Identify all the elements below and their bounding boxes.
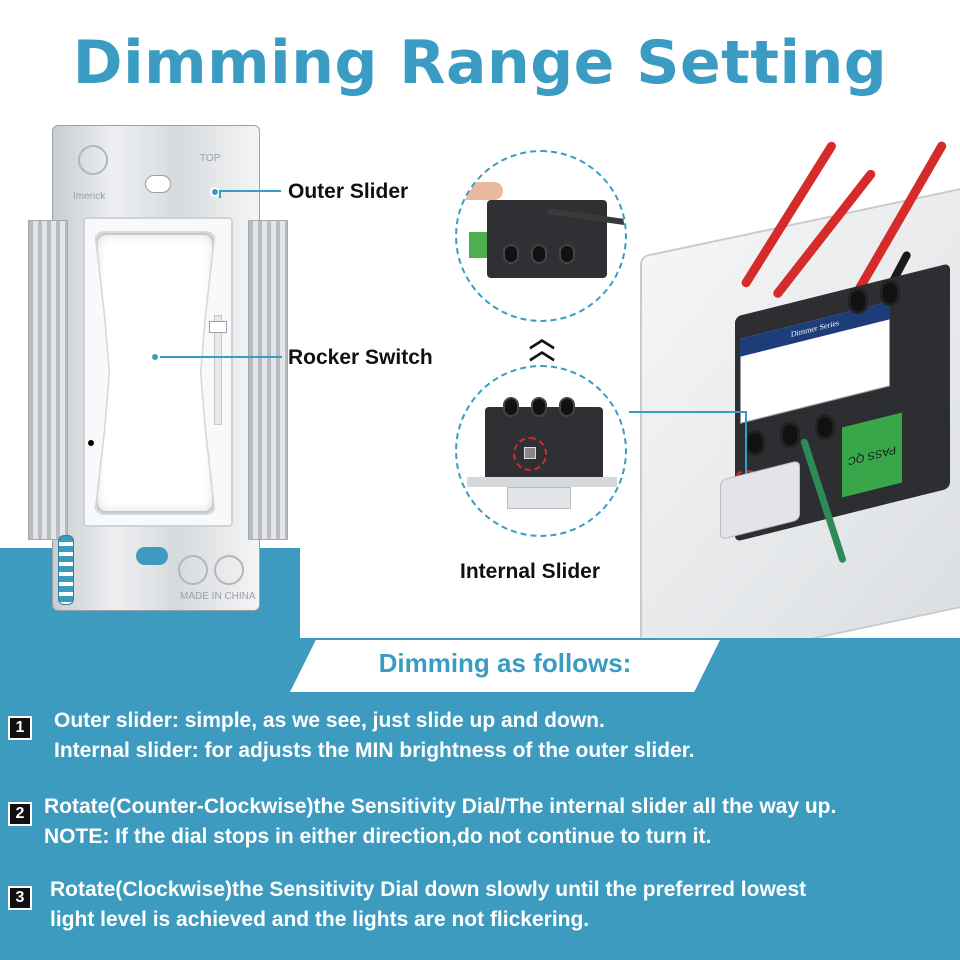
brand-marking: Imerick (73, 191, 106, 202)
finger (457, 182, 503, 200)
outer-slider-leader-h (219, 190, 281, 192)
outer-slider-label: Outer Slider (288, 180, 409, 203)
up-chevron-icon: ︿︿ (529, 323, 556, 365)
internal-slider-knob[interactable] (524, 447, 536, 459)
ground-terminal (469, 232, 487, 258)
qc-pass-text: PASS QC (847, 443, 897, 467)
step-text: light level is achieved and the lights a… (50, 908, 590, 931)
indicator-light (88, 440, 94, 446)
csa-certification-icon (178, 555, 208, 585)
ground-wire (58, 535, 74, 605)
dimmer-switch-illustration: TOP Imerick MADE IN CHINA (28, 125, 288, 615)
outer-slider-track (214, 315, 222, 425)
ul-certification-icon (78, 145, 108, 175)
rocker-switch-marker (150, 352, 160, 362)
step-text: Outer slider: simple, as we see, just sl… (54, 709, 605, 732)
step-number: 1 (8, 716, 32, 740)
terminal-hole (503, 397, 519, 417)
mounting-hole-bottom (136, 547, 168, 565)
outer-slider-knob[interactable] (209, 321, 227, 333)
rocker-switch[interactable] (96, 233, 214, 513)
terminal-hole (780, 422, 800, 448)
terminal-hole (531, 244, 547, 264)
internal-slider-highlight (513, 437, 547, 471)
instruction-banner (290, 640, 720, 692)
mounting-hole-top (145, 175, 171, 193)
terminal-hole (745, 430, 765, 456)
rocker-switch-leader (160, 356, 282, 358)
internal-slider-leader-h (629, 411, 745, 413)
internal-slider-detail (455, 365, 627, 537)
qc-pass-tag: PASS QC (842, 412, 902, 498)
plaster-ear-left (28, 220, 68, 540)
terminal-hole (559, 397, 575, 417)
made-in-marking: MADE IN CHINA (180, 591, 256, 602)
terminal-hole (848, 288, 868, 314)
rocker-edge (507, 487, 571, 509)
terminal-hole (503, 244, 519, 264)
outer-slider-leader-v (219, 190, 221, 198)
adjustment-detail-top (455, 150, 627, 322)
terminal-hole (559, 244, 575, 264)
terminal-hole (815, 414, 835, 440)
step-number: 3 (8, 886, 32, 910)
internal-slider-leader-v (745, 411, 747, 475)
step-text: Rotate(Clockwise)the Sensitivity Dial do… (50, 878, 807, 901)
terminal-hole (531, 397, 547, 417)
terminal-hole (880, 280, 900, 306)
internal-slider-label: Internal Slider (460, 560, 601, 583)
step-number: 2 (8, 802, 32, 826)
instruction-heading: Dimming as follows: (378, 648, 632, 678)
top-marking: TOP (200, 153, 221, 164)
step-text: Internal slider: for adjusts the MIN bri… (54, 739, 695, 762)
ul-certification-icon (214, 555, 244, 585)
page-title: Dimming Range Setting (72, 28, 888, 98)
step-text: Rotate(Counter-Clockwise)the Sensitivity… (44, 795, 837, 818)
rocker-switch-label: Rocker Switch (288, 346, 433, 369)
plaster-ear-right (248, 220, 288, 540)
step-text: NOTE: If the dial stops in either direct… (44, 825, 712, 848)
mounting-strap (467, 477, 617, 487)
